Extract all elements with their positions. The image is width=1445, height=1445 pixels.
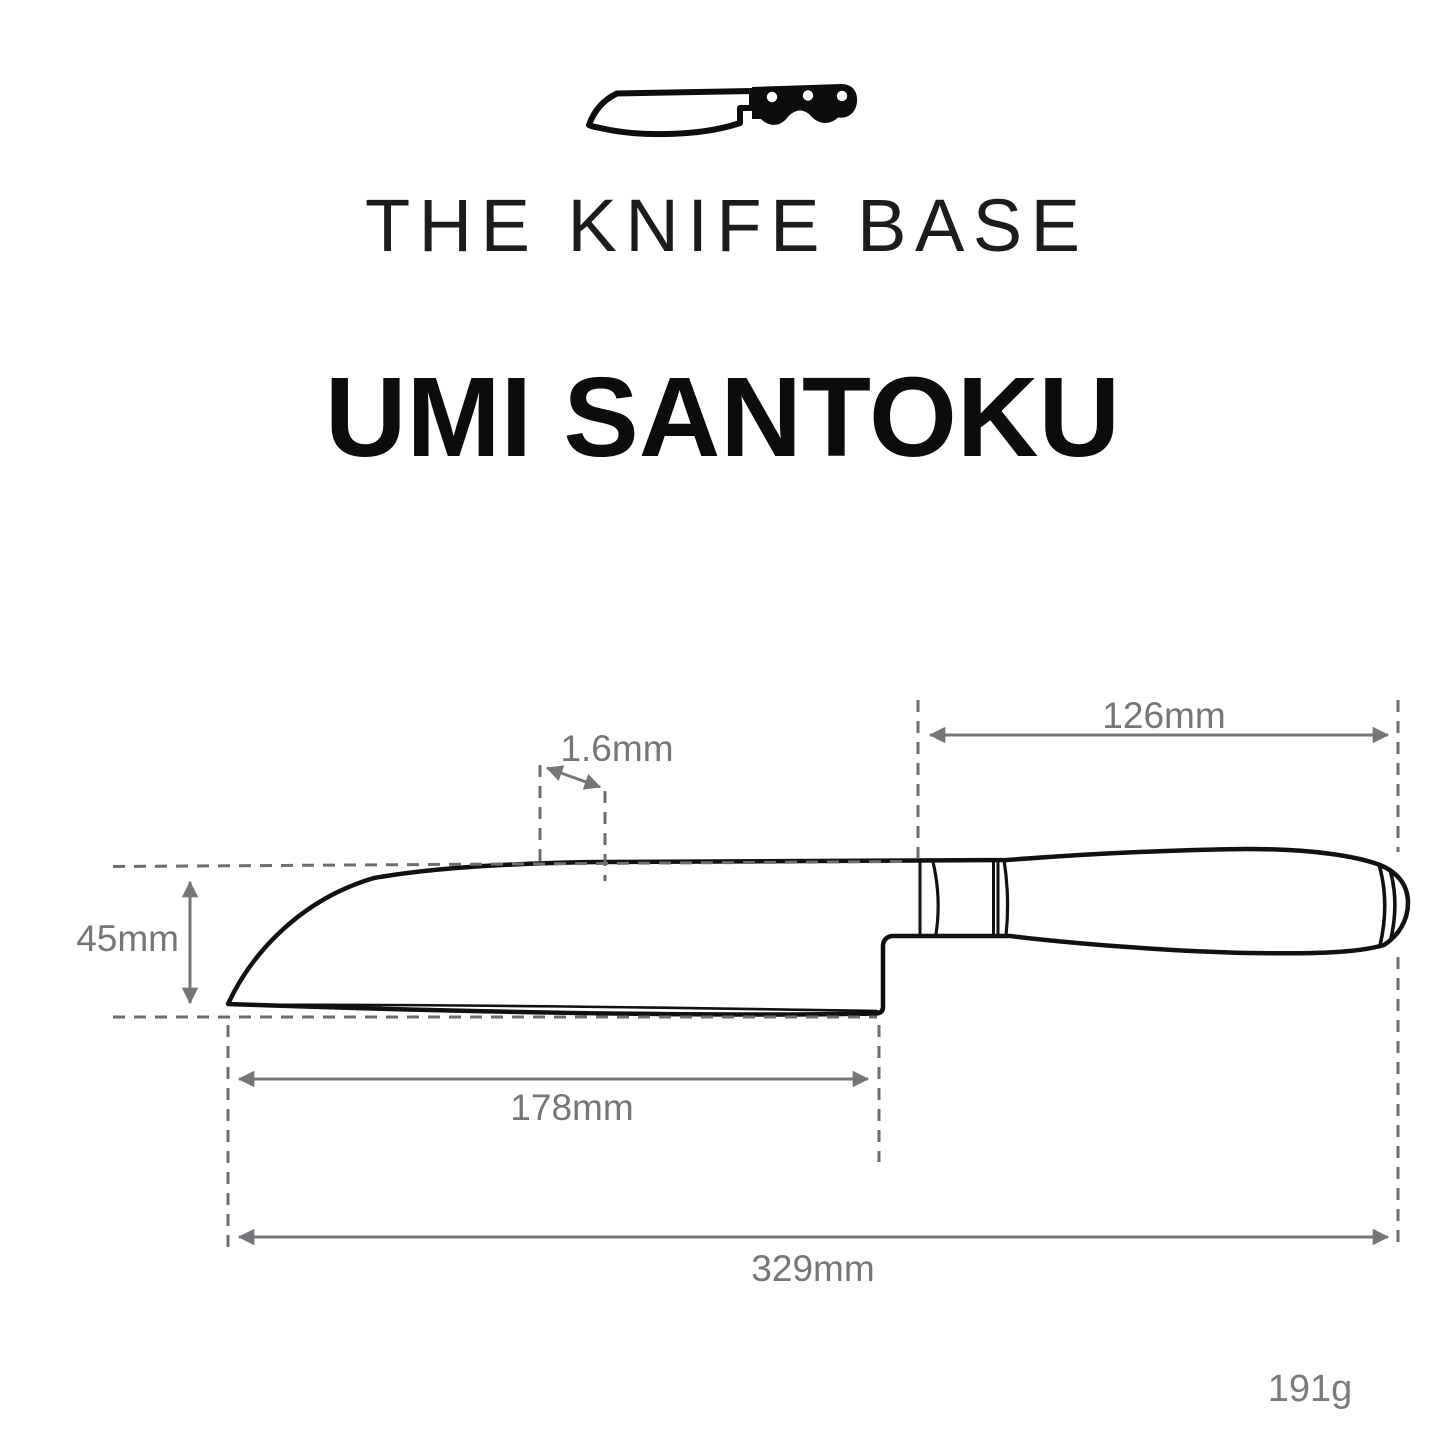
handle-front-curve bbox=[1002, 858, 1010, 938]
knife-icon-blade bbox=[586, 88, 755, 138]
dimension-arrows bbox=[181, 726, 1390, 1246]
dim-total-length-label: 329mm bbox=[751, 1248, 874, 1289]
knife-icon bbox=[586, 84, 858, 138]
knife-icon-rivet bbox=[836, 90, 848, 102]
knife-outline bbox=[225, 846, 1411, 1017]
bolster-curve bbox=[931, 860, 940, 936]
guide-spine-top bbox=[112, 860, 906, 868]
knife-edge-grind-line bbox=[234, 1003, 879, 1013]
weight-label: 191g bbox=[1268, 1368, 1353, 1410]
dim-blade-length-label: 178mm bbox=[510, 1087, 633, 1128]
dim-spine-thickness-arrow bbox=[545, 765, 602, 790]
knife-drawing bbox=[225, 846, 1411, 1017]
page-title: UMI SANTOKU bbox=[324, 354, 1121, 480]
endcap-line bbox=[1388, 867, 1397, 943]
brand-logo bbox=[0, 82, 1445, 154]
knife-icon-rivet bbox=[802, 90, 814, 101]
brand-name: THE KNIFE BASE bbox=[364, 184, 1089, 267]
knife-icon-handle bbox=[752, 84, 858, 125]
construction-lines bbox=[112, 700, 1400, 1247]
knife-icon-rivet bbox=[766, 91, 778, 103]
dim-spine-thickness-label: 1.6mm bbox=[560, 728, 673, 769]
dim-blade-height-label: 45mm bbox=[76, 918, 179, 959]
dim-handle-length-label: 126mm bbox=[1102, 695, 1225, 736]
endcap-line bbox=[1377, 862, 1387, 948]
